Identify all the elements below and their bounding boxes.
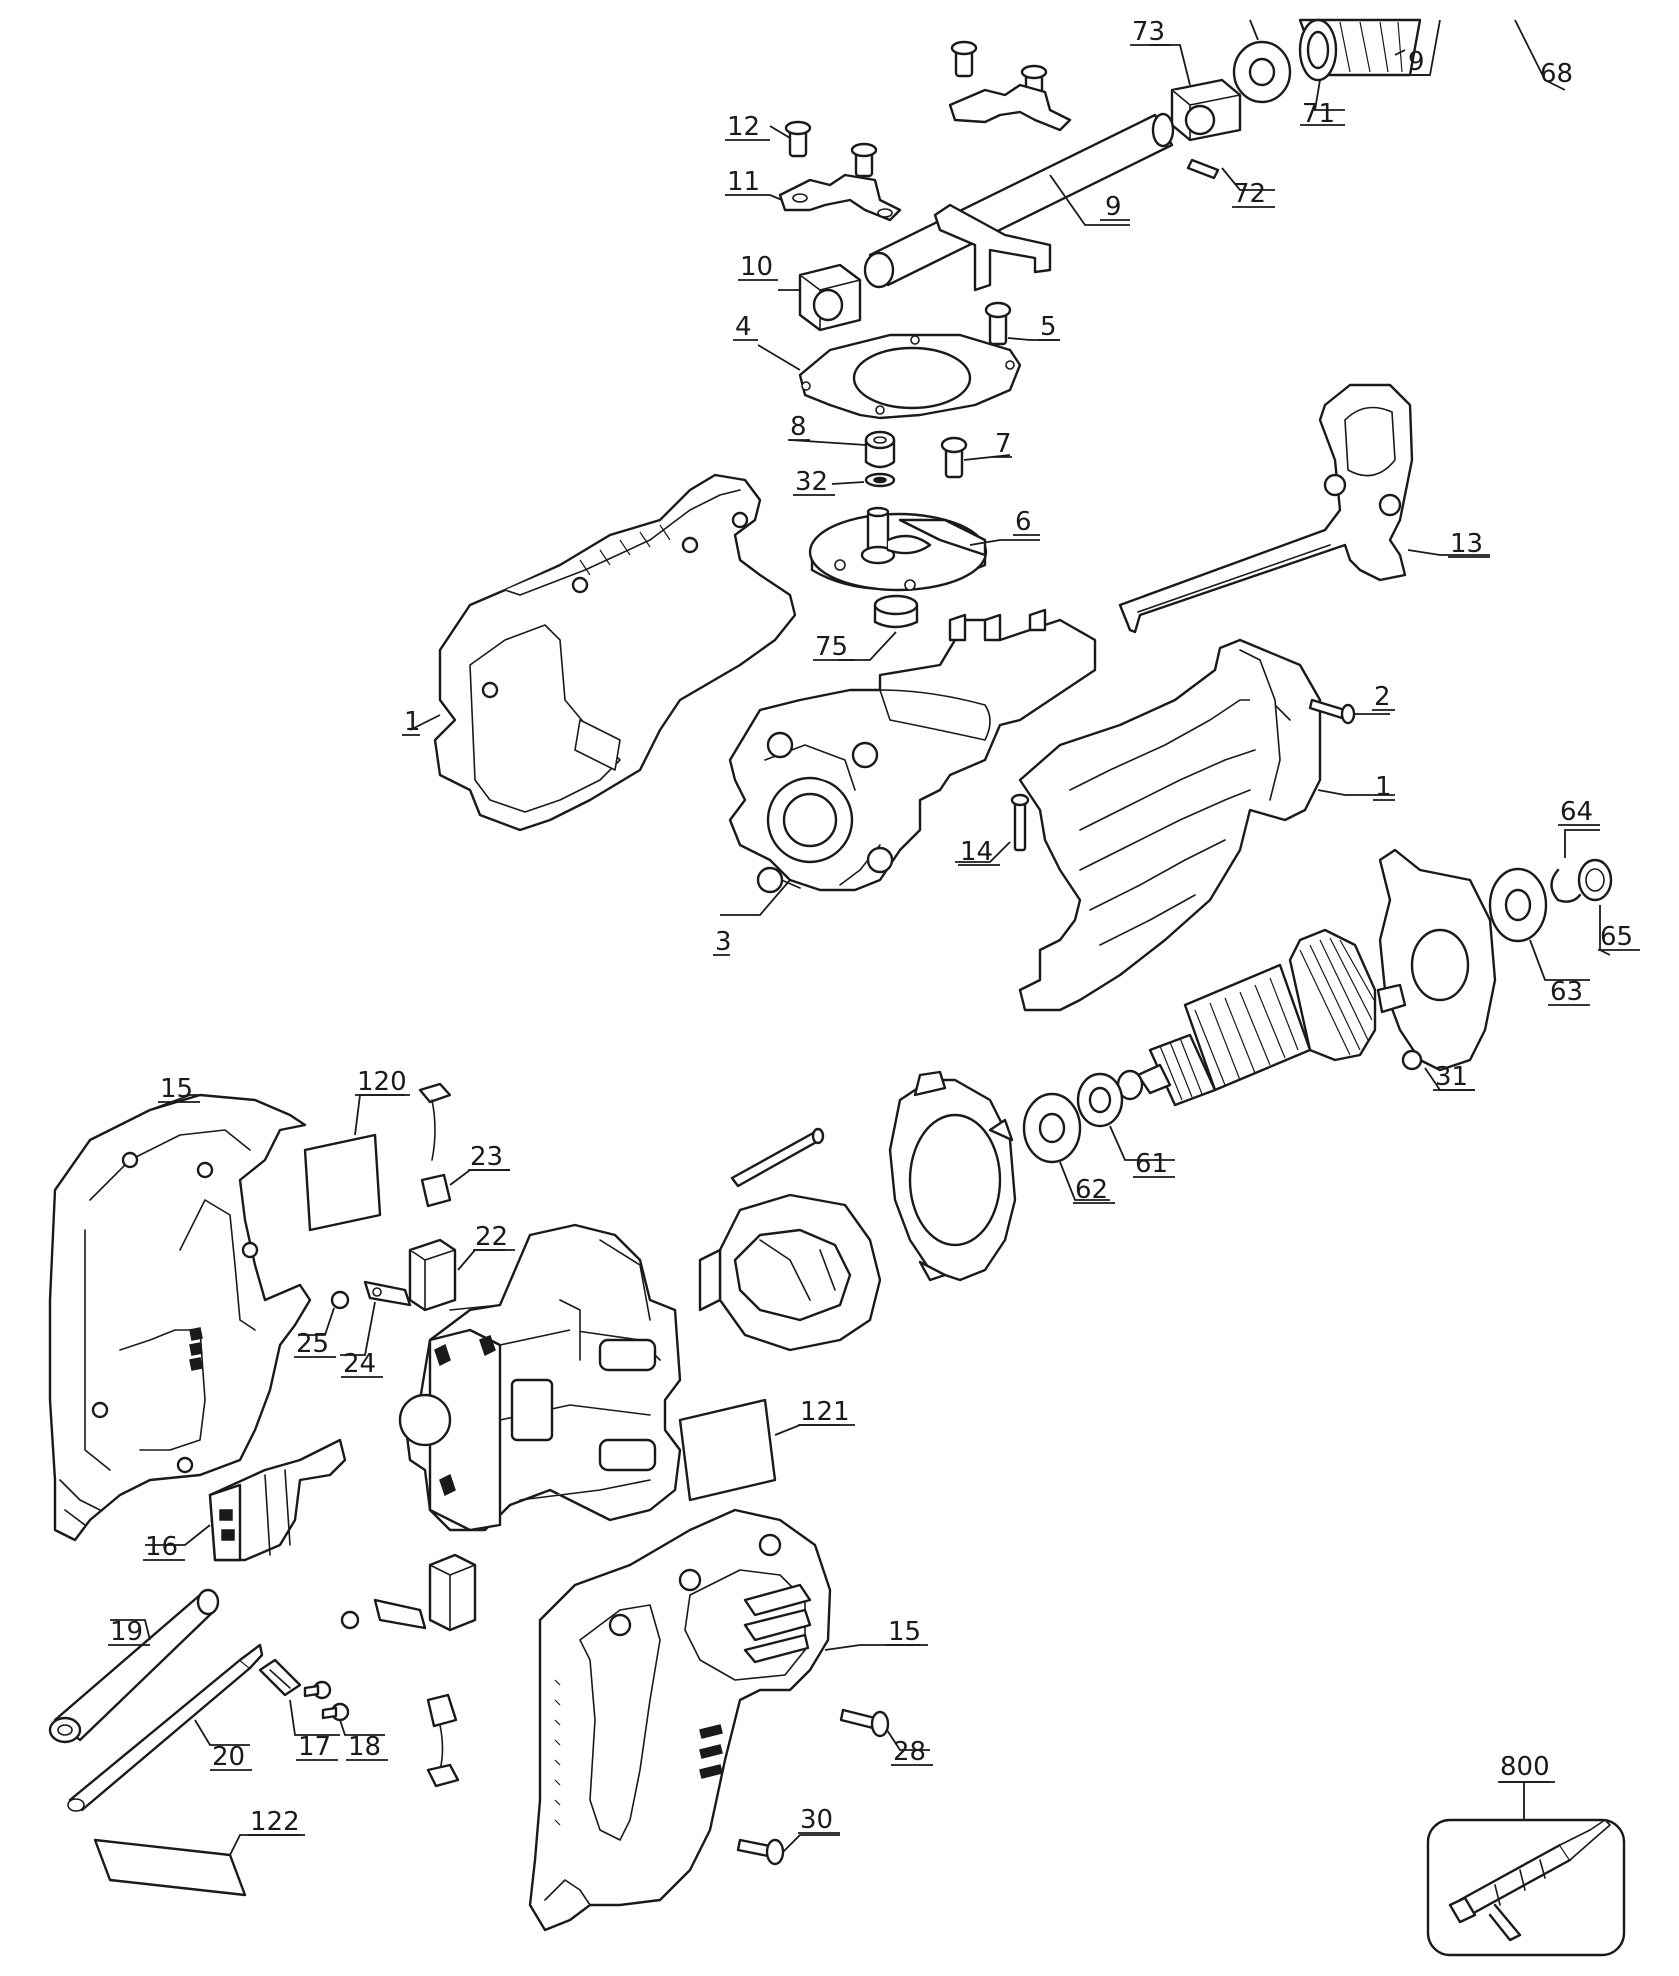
callout-16: 16 bbox=[145, 1532, 178, 1562]
callout-31: 31 bbox=[1435, 1062, 1468, 1092]
callout-9: 9 bbox=[1105, 192, 1122, 222]
part-stator-housing bbox=[398, 1223, 682, 1532]
callout-25: 25 bbox=[296, 1329, 329, 1359]
callout-11: 11 bbox=[727, 167, 760, 197]
callout-61: 61 bbox=[1135, 1149, 1168, 1179]
callout-7: 7 bbox=[995, 429, 1012, 459]
callout-15-bottom: 15 bbox=[888, 1617, 921, 1647]
part-11-strap bbox=[769, 83, 1072, 222]
callout-9-top: 9 bbox=[1408, 47, 1425, 77]
callout-1-left: 1 bbox=[404, 707, 421, 737]
callout-15-top: 15 bbox=[160, 1074, 193, 1104]
callout-121: 121 bbox=[800, 1397, 850, 1427]
callout-labels: 68 73 9 71 72 12 11 9 10 5 4 8 7 32 6 13… bbox=[110, 17, 1633, 1837]
callout-6: 6 bbox=[1015, 507, 1032, 537]
part-6-wobble-plate bbox=[808, 506, 1040, 592]
part-23-brush-top bbox=[418, 1082, 510, 1208]
part-20-tube bbox=[67, 1643, 264, 1812]
part-62-bearing bbox=[1022, 1092, 1110, 1201]
callout-underlines bbox=[108, 44, 1640, 1836]
callout-2: 2 bbox=[1374, 682, 1391, 712]
callout-4: 4 bbox=[735, 312, 752, 342]
part-bearing-housing bbox=[888, 1070, 1017, 1282]
callout-75: 75 bbox=[815, 632, 848, 662]
callout-122: 122 bbox=[250, 1807, 300, 1837]
part-7-screw bbox=[940, 436, 1011, 479]
part-63-bearing bbox=[1488, 867, 1590, 981]
washer-top bbox=[1232, 19, 1292, 104]
part-2-screw bbox=[1308, 698, 1390, 725]
part-17-clip bbox=[258, 1658, 340, 1736]
part-1-housing-right bbox=[1018, 638, 1395, 1012]
part-68-fragment bbox=[1514, 19, 1566, 91]
part-19-tube bbox=[48, 1588, 220, 1744]
callout-24: 24 bbox=[343, 1349, 376, 1379]
callout-63: 63 bbox=[1550, 977, 1583, 1007]
part-30-screw bbox=[736, 1834, 840, 1866]
part-28-screw bbox=[839, 1708, 930, 1751]
callout-18: 18 bbox=[348, 1732, 381, 1762]
part-12-screws bbox=[769, 40, 1048, 178]
part-65-cap bbox=[1577, 858, 1613, 956]
part-15-handle-left bbox=[48, 1093, 312, 1542]
part-75-bearing bbox=[838, 594, 919, 661]
callout-20: 20 bbox=[212, 1742, 245, 1772]
callout-68: 68 bbox=[1540, 59, 1573, 89]
callout-120: 120 bbox=[357, 1067, 407, 1097]
part-16-switch bbox=[145, 1438, 347, 1562]
callout-10: 10 bbox=[740, 252, 773, 282]
callout-30: 30 bbox=[800, 1805, 833, 1835]
callout-22: 22 bbox=[475, 1222, 508, 1252]
part-through-bolt bbox=[730, 1127, 825, 1188]
callout-71: 71 bbox=[1302, 99, 1335, 129]
callout-14: 14 bbox=[960, 837, 993, 867]
part-1-housing-left bbox=[409, 473, 797, 832]
part-25-screw bbox=[300, 1290, 350, 1336]
callout-1-right: 1 bbox=[1375, 772, 1392, 802]
callout-13: 13 bbox=[1450, 529, 1483, 559]
part-18-screws bbox=[303, 1680, 385, 1736]
washer-72-pin bbox=[1186, 158, 1275, 191]
callout-5: 5 bbox=[1040, 312, 1057, 342]
part-3-gear-case bbox=[720, 608, 1097, 916]
callout-17: 17 bbox=[298, 1732, 331, 1762]
part-baffle-plate bbox=[1378, 848, 1497, 1072]
callout-28: 28 bbox=[893, 1737, 926, 1767]
part-4-plate bbox=[757, 333, 1022, 420]
part-24-brush-spring bbox=[340, 1280, 412, 1356]
part-122-label bbox=[93, 1834, 300, 1897]
part-14-screw bbox=[955, 793, 1030, 863]
callout-8: 8 bbox=[790, 412, 807, 442]
callout-19: 19 bbox=[110, 1617, 143, 1647]
part-32-washer bbox=[831, 472, 896, 488]
callout-23: 23 bbox=[470, 1142, 503, 1172]
part-13-shoe bbox=[1118, 383, 1490, 634]
part-9-shaft bbox=[863, 112, 1175, 292]
callout-12: 12 bbox=[727, 112, 760, 142]
part-120-label bbox=[303, 1094, 405, 1232]
part-armature bbox=[1116, 928, 1407, 1107]
callout-64: 64 bbox=[1560, 797, 1593, 827]
part-71-collar bbox=[1298, 18, 1422, 111]
callout-62: 62 bbox=[1075, 1175, 1108, 1205]
part-64-clip bbox=[1550, 829, 1600, 903]
callout-32: 32 bbox=[795, 467, 828, 497]
part-field-coil bbox=[698, 1193, 882, 1352]
callout-72: 72 bbox=[1233, 179, 1266, 209]
callout-3: 3 bbox=[715, 927, 732, 957]
part-15-handle-assembled bbox=[528, 1508, 920, 1932]
callout-65: 65 bbox=[1600, 922, 1633, 952]
part-800-inset bbox=[1426, 1781, 1626, 1957]
part-61-bearing bbox=[1076, 1072, 1175, 1161]
part-10-block bbox=[778, 263, 862, 332]
part-brush-holder-bottom bbox=[340, 1553, 477, 1788]
callout-800: 800 bbox=[1500, 1752, 1550, 1782]
callout-73: 73 bbox=[1132, 17, 1165, 47]
